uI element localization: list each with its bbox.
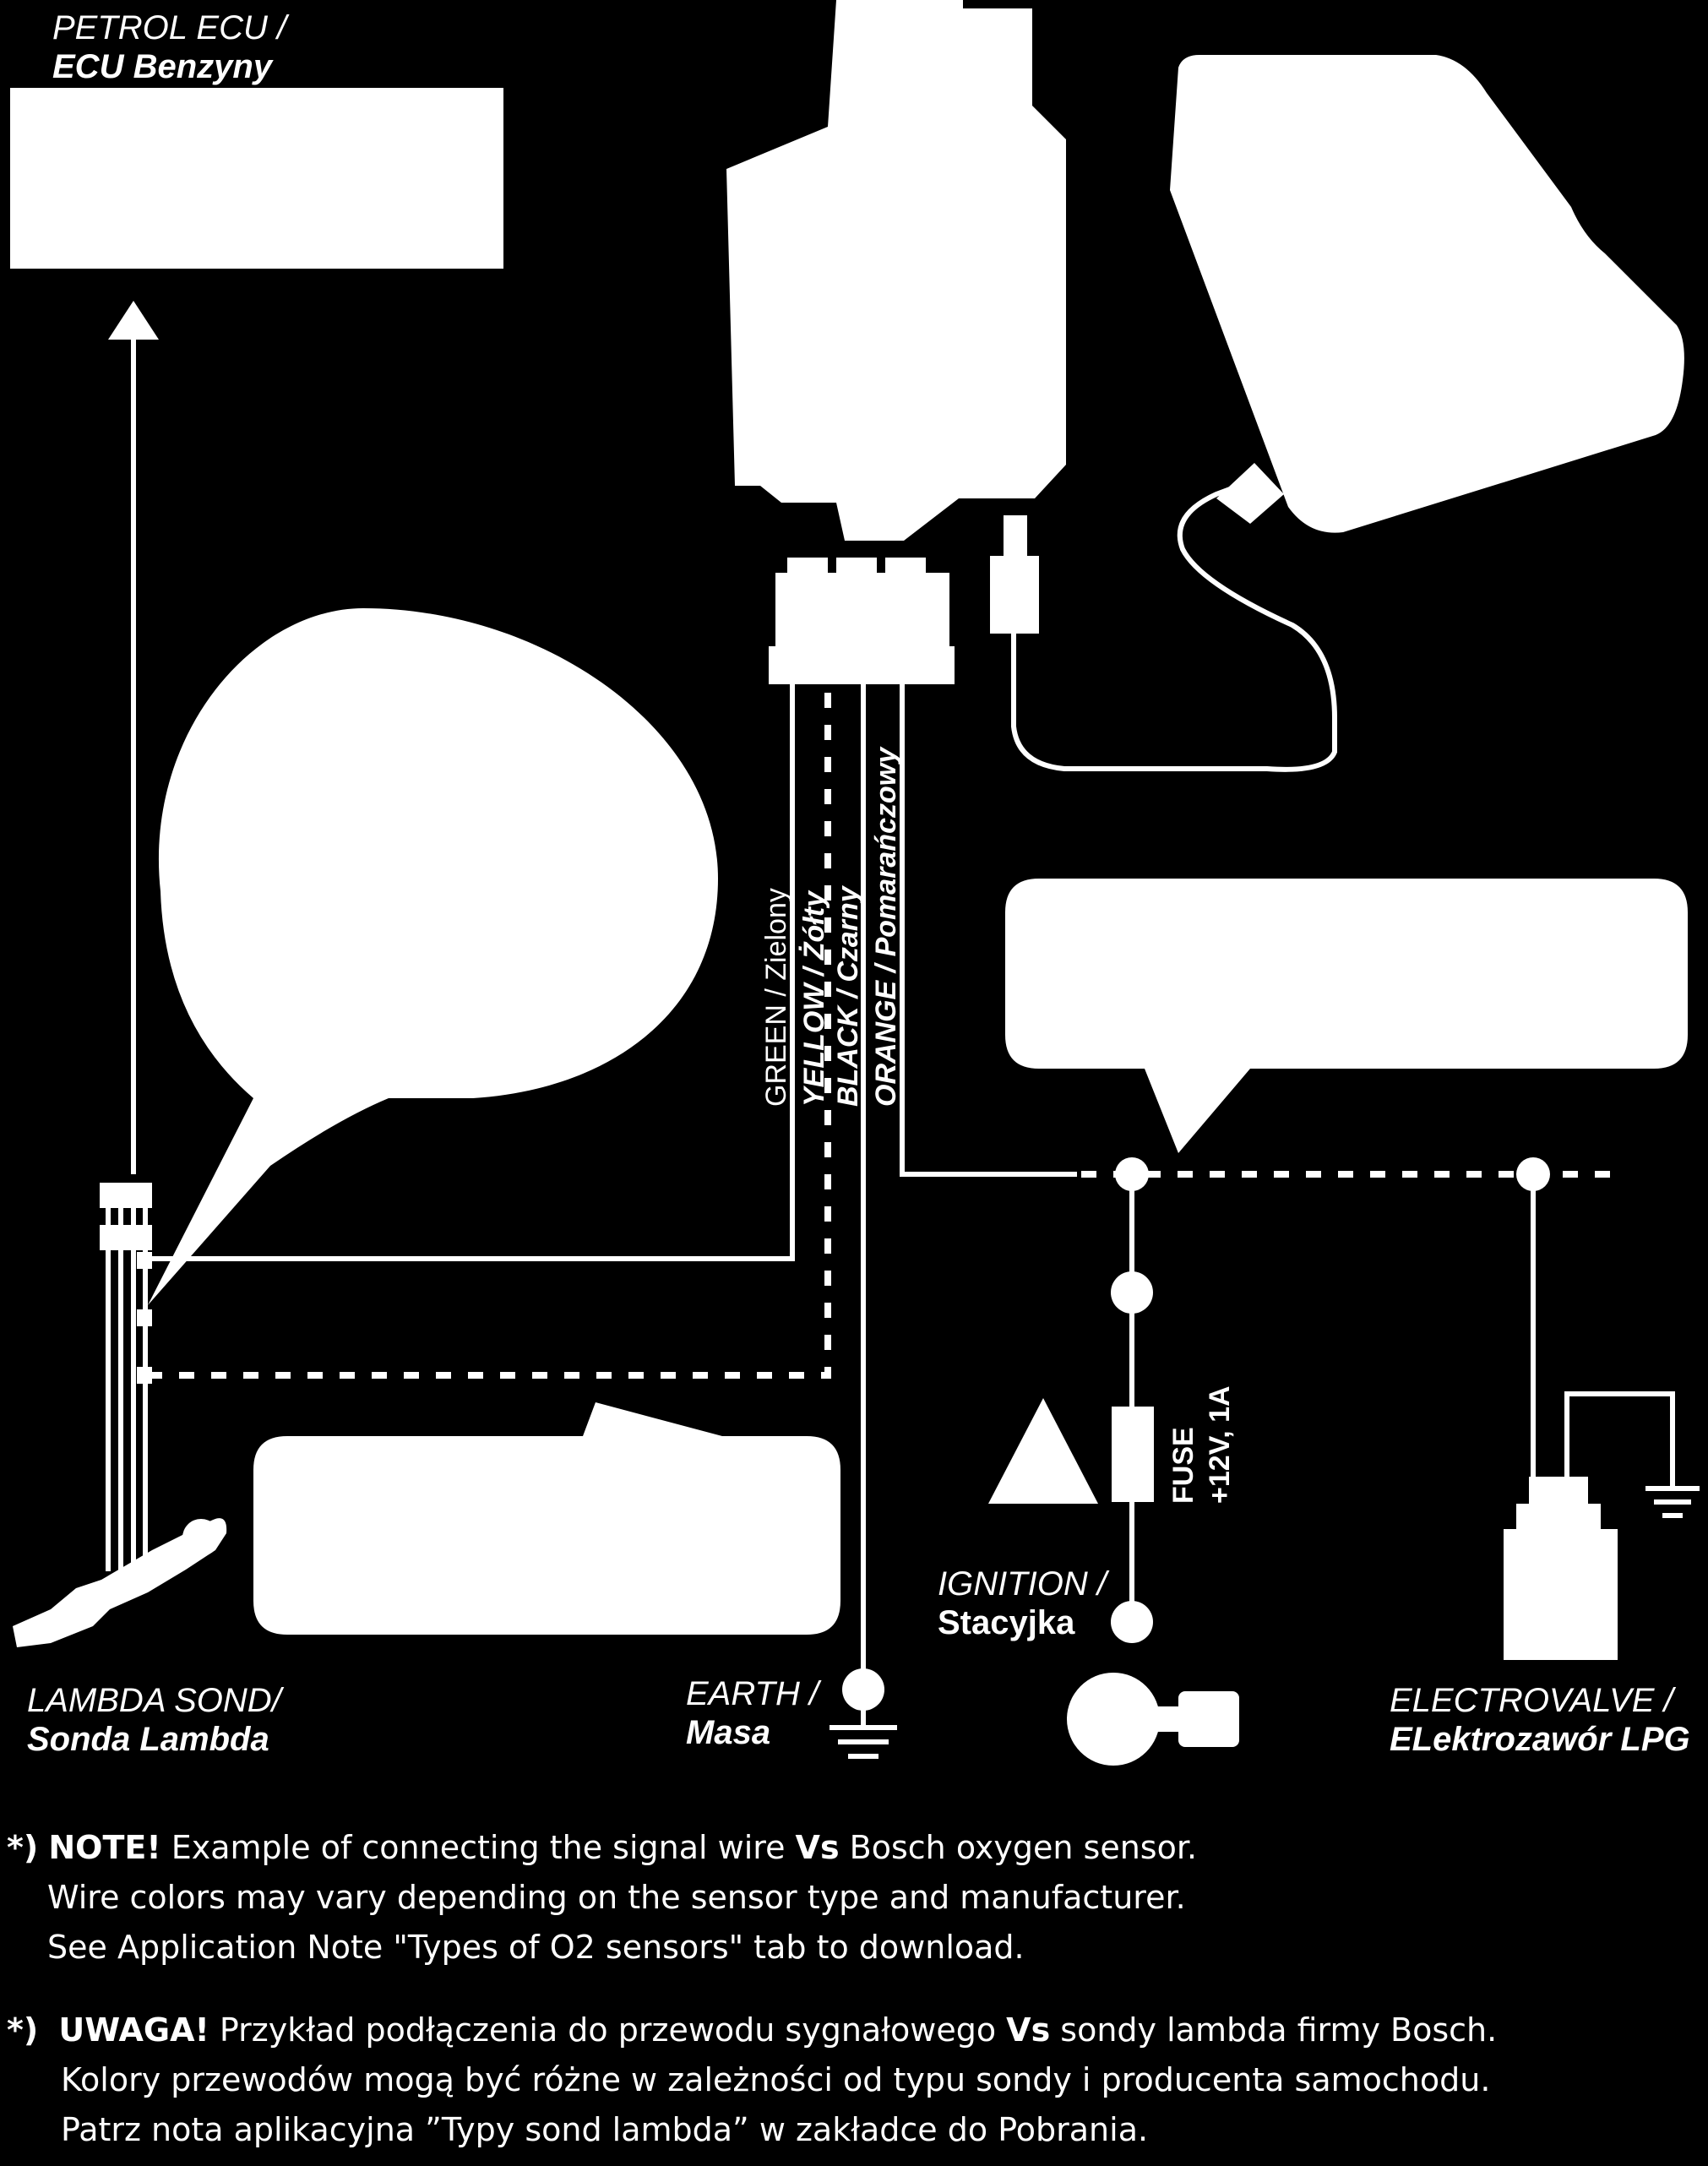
controller-module bbox=[726, 0, 1066, 541]
info-box-lower bbox=[253, 1402, 840, 1635]
note-en-line1: *) NOTE! Example of connecting the signa… bbox=[7, 1829, 1198, 1866]
petrol-ecu-label: PETROL ECU / ECU Benzyny bbox=[52, 9, 287, 85]
lambda-sond-label: LAMBDA SOND/ Sonda Lambda bbox=[27, 1682, 281, 1758]
wire-label-yellow: YELLOW / Żółty bbox=[798, 890, 830, 1107]
note-en-line3: See Application Note "Types of O2 sensor… bbox=[47, 1928, 1025, 1966]
wire-label-black: BLACK / Czarny bbox=[832, 884, 864, 1107]
note-english: *) NOTE! Example of connecting the signa… bbox=[7, 1823, 1197, 1973]
speech-bubble-left bbox=[148, 608, 718, 1305]
note-pl-line3: Patrz nota aplikacyjna ”Typy sond lambda… bbox=[61, 2110, 1149, 2148]
speech-bubble-right bbox=[1005, 879, 1688, 1153]
usb-plug-icon bbox=[990, 556, 1039, 634]
ignition-label: IGNITION / Stacyjka bbox=[938, 1565, 1107, 1641]
fuse-rating: +12V, 1A bbox=[1204, 1385, 1236, 1504]
electrovalve-icon bbox=[1504, 1477, 1618, 1660]
harness-connector bbox=[775, 573, 949, 684]
fuse-icon bbox=[1112, 1407, 1154, 1502]
laptop-icon bbox=[1170, 55, 1684, 533]
ignition-key-icon bbox=[1067, 1673, 1160, 1766]
earth-node bbox=[842, 1668, 884, 1711]
fuse-label: FUSE bbox=[1167, 1427, 1199, 1504]
wire-clip-upper bbox=[100, 1183, 152, 1208]
lambda-sensor-icon bbox=[13, 1518, 227, 1647]
wire-label-green: GREEN / Zielony bbox=[760, 888, 792, 1107]
petrol-ecu-box bbox=[10, 88, 503, 269]
note-polish: *) UWAGA! Przykład podłączenia do przewo… bbox=[7, 2005, 1497, 2155]
earth-label: EARTH / Masa bbox=[686, 1675, 819, 1751]
wire-clip-lower bbox=[100, 1225, 152, 1250]
warning-triangle-icon bbox=[988, 1398, 1098, 1504]
note-pl-line1: *) UWAGA! Przykład podłączenia do przewo… bbox=[7, 2011, 1498, 2049]
note-pl-line2: Kolory przewodów mogą być różne w zależn… bbox=[61, 2060, 1491, 2098]
electrovalve-label: ELECTROVALVE / ELektrozawór LPG bbox=[1390, 1682, 1690, 1758]
arrow-up-icon bbox=[108, 301, 159, 340]
note-en-line2: Wire colors may vary depending on the se… bbox=[47, 1878, 1186, 1916]
ignition-node-bottom bbox=[1111, 1601, 1153, 1643]
wire-label-orange: ORANGE / Pomarańczowy bbox=[870, 746, 902, 1107]
